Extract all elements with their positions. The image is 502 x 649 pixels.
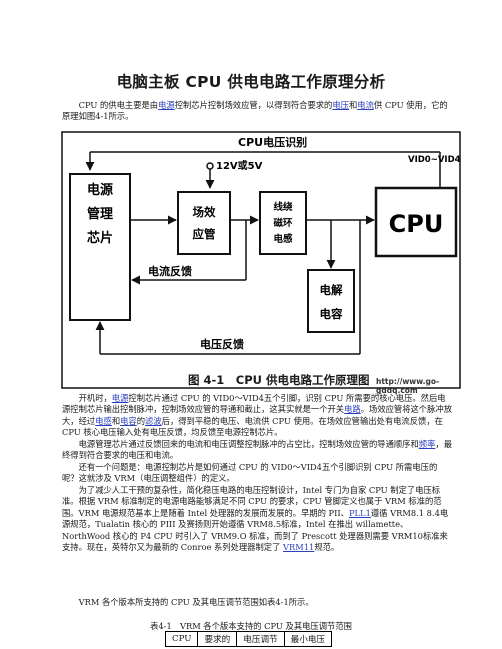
inline-link[interactable]: PLL1 bbox=[348, 507, 371, 518]
inductor-line-3: 电感 bbox=[273, 233, 293, 245]
intro-paragraph: CPU 的供电主要是由电源控制芯片控制场效应管，以得到符合要求的电压和电流供 C… bbox=[62, 100, 452, 123]
table-header-cpu: CPU bbox=[164, 631, 199, 647]
inline-link[interactable]: 电容 bbox=[120, 415, 137, 426]
capacitor-line-1: 电解 bbox=[320, 283, 343, 297]
text-run: 电源管理芯片通过反馈回来的电流和电压调整控制脉冲的占空比，控制场效应管的导通顺序… bbox=[78, 439, 419, 449]
inline-link[interactable]: 电感 bbox=[95, 415, 112, 426]
inductor-line-2: 磁环 bbox=[273, 217, 293, 229]
text-run: 控制芯片通过 CPU 的 VID0～VID4五个引脚，识别 CPU 所需要的核心… bbox=[62, 393, 446, 415]
inline-link[interactable]: 电压 bbox=[332, 100, 349, 110]
text-run: 还有一个问题是：电源控制芯片是如何通过 CPU 的 VID0～VID4五个引脚识… bbox=[62, 462, 438, 484]
text-run: 开机时， bbox=[78, 393, 112, 403]
mosfet-box bbox=[177, 191, 231, 255]
inline-link[interactable]: VRM11 bbox=[283, 542, 315, 553]
text-run: ，最终得到符合要求的电压和电流。 bbox=[62, 439, 452, 461]
inductor-line-1: 线绕 bbox=[273, 201, 293, 213]
inline-link[interactable]: 电路 bbox=[344, 404, 361, 415]
power-chip-line-3: 芯片 bbox=[87, 230, 113, 246]
voltage-feedback-label: 电压反馈 bbox=[200, 337, 244, 351]
inline-link[interactable]: 滤波 bbox=[145, 415, 162, 426]
table-header-row: CPU 要求的 电压调节 最小电压 bbox=[164, 631, 333, 647]
supply-voltage-label: 12V或5V bbox=[216, 159, 263, 172]
cpu-label: CPU bbox=[389, 210, 444, 238]
text-run: 供 CPU 使用，它的原理如图4-1所示。 bbox=[62, 100, 448, 122]
paragraph-5: VRM 各个版本所支持的 CPU 及其电压调节范围如表4-1所示。 bbox=[62, 597, 452, 608]
text-run: 控制芯片控制场效应管，以得到符合要求的 bbox=[174, 100, 333, 110]
text-run: 和 bbox=[348, 100, 358, 110]
table-caption: 表4-1 VRM 各个版本支持的 CPU 及其电压调节范围 bbox=[150, 621, 352, 631]
watermark: http://www.go-gddq.com bbox=[376, 377, 440, 395]
table-header-min-voltage: 最小电压 bbox=[283, 631, 333, 647]
current-feedback-label: 电流反馈 bbox=[148, 264, 192, 278]
mosfet-line-2: 应管 bbox=[193, 227, 216, 241]
paragraph-2: 电源管理芯片通过反馈回来的电流和电压调整控制脉冲的占空比，控制场效应管的导通顺序… bbox=[62, 439, 452, 462]
capacitor-box bbox=[307, 269, 355, 333]
figure-caption-row: 图 4-1 CPU 供电电路工作原理图 http://www.go-gddq.c… bbox=[60, 372, 470, 395]
text-run: 遵循 VRM8.1 8.4电源规范，Tualatin 核心的 PIII 及赛扬则… bbox=[62, 507, 449, 553]
paragraph-3: 还有一个问题是：电源控制芯片是如何通过 CPU 的 VID0～VID4五个引脚识… bbox=[62, 462, 452, 485]
paragraph-1: 开机时，电源控制芯片通过 CPU 的 VID0～VID4五个引脚，识别 CPU … bbox=[62, 393, 452, 439]
text-run: 后，得到平稳的电压、电流供 CPU 使用。在场效应管输出处有电流反馈，在 CPU… bbox=[62, 415, 443, 438]
power-chip-line-2: 管理 bbox=[87, 206, 113, 222]
paragraph-4: 为了减少人工干预的复杂性，简化稳压电路的电压控制设计，Intel 专门为自家 C… bbox=[62, 485, 452, 553]
page-title: 电脑主板 CPU 供电电路工作原理分析 bbox=[116, 73, 386, 91]
inductor-box bbox=[259, 191, 307, 255]
text-run: 为了减少人工干预的复杂性，简化稳压电路的电压控制设计，Intel 专门为自家 C… bbox=[62, 485, 442, 518]
table-header-required: 要求的 bbox=[197, 631, 238, 647]
power-chip-line-1: 电源 bbox=[87, 182, 113, 198]
text-run: 规范。 bbox=[314, 542, 340, 553]
table-header-voltage-adjust: 电压调节 bbox=[236, 631, 285, 647]
cpu-box bbox=[374, 186, 458, 258]
inline-link[interactable]: 频率 bbox=[418, 439, 436, 449]
text-run: CPU 的供电主要是由 bbox=[78, 100, 159, 110]
inline-link[interactable]: 电源 bbox=[158, 100, 175, 110]
text-run: 的 bbox=[136, 415, 146, 426]
cpu-power-diagram: CPU电压识别 VID0~VID4 电源 管理 芯片 12V或5V 场效 应管 … bbox=[61, 131, 461, 389]
vrm-table: CPU 要求的 电压调节 最小电压 bbox=[164, 631, 333, 647]
power-chip-box bbox=[69, 173, 131, 321]
text-run: 和 bbox=[111, 415, 121, 426]
text-run: 。场效应管将这个脉冲放大，经过 bbox=[62, 404, 452, 426]
figure-caption: 图 4-1 CPU 供电电路工作原理图 bbox=[188, 373, 370, 387]
vid-pins-label: VID0~VID4 bbox=[408, 155, 461, 165]
cpu-voltage-id-label: CPU电压识别 bbox=[238, 135, 307, 149]
inline-link[interactable]: 电流 bbox=[357, 100, 374, 110]
mosfet-line-1: 场效 bbox=[193, 205, 216, 219]
text-run: VRM 各个版本所支持的 CPU 及其电压调节范围如表4-1所示。 bbox=[78, 597, 314, 607]
capacitor-line-2: 电容 bbox=[320, 307, 343, 321]
inline-link[interactable]: 电源 bbox=[111, 393, 129, 403]
